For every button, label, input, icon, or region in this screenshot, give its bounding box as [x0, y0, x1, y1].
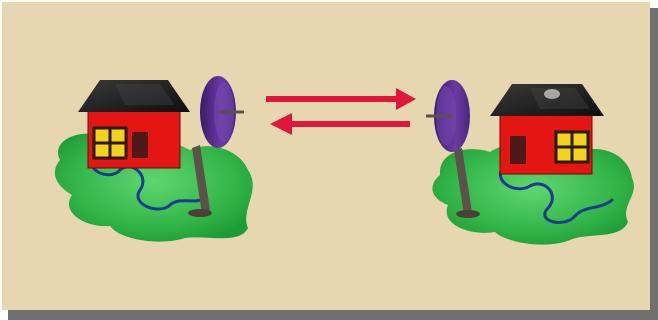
pole-left [192, 145, 210, 214]
house-roof-left [78, 80, 190, 112]
cable-left [89, 148, 207, 211]
house-left-with-satellite-dish-icon [54, 76, 253, 242]
house-right-with-satellite-dish-icon [426, 80, 634, 245]
roof-highlight-left [115, 84, 175, 105]
arrow-left-icon [270, 113, 410, 135]
house-roof-right [490, 84, 604, 116]
door-right [510, 136, 526, 164]
door-left [132, 132, 148, 158]
cable-right [498, 163, 614, 224]
arrow-right-icon [266, 88, 416, 110]
pole-right [454, 148, 472, 215]
